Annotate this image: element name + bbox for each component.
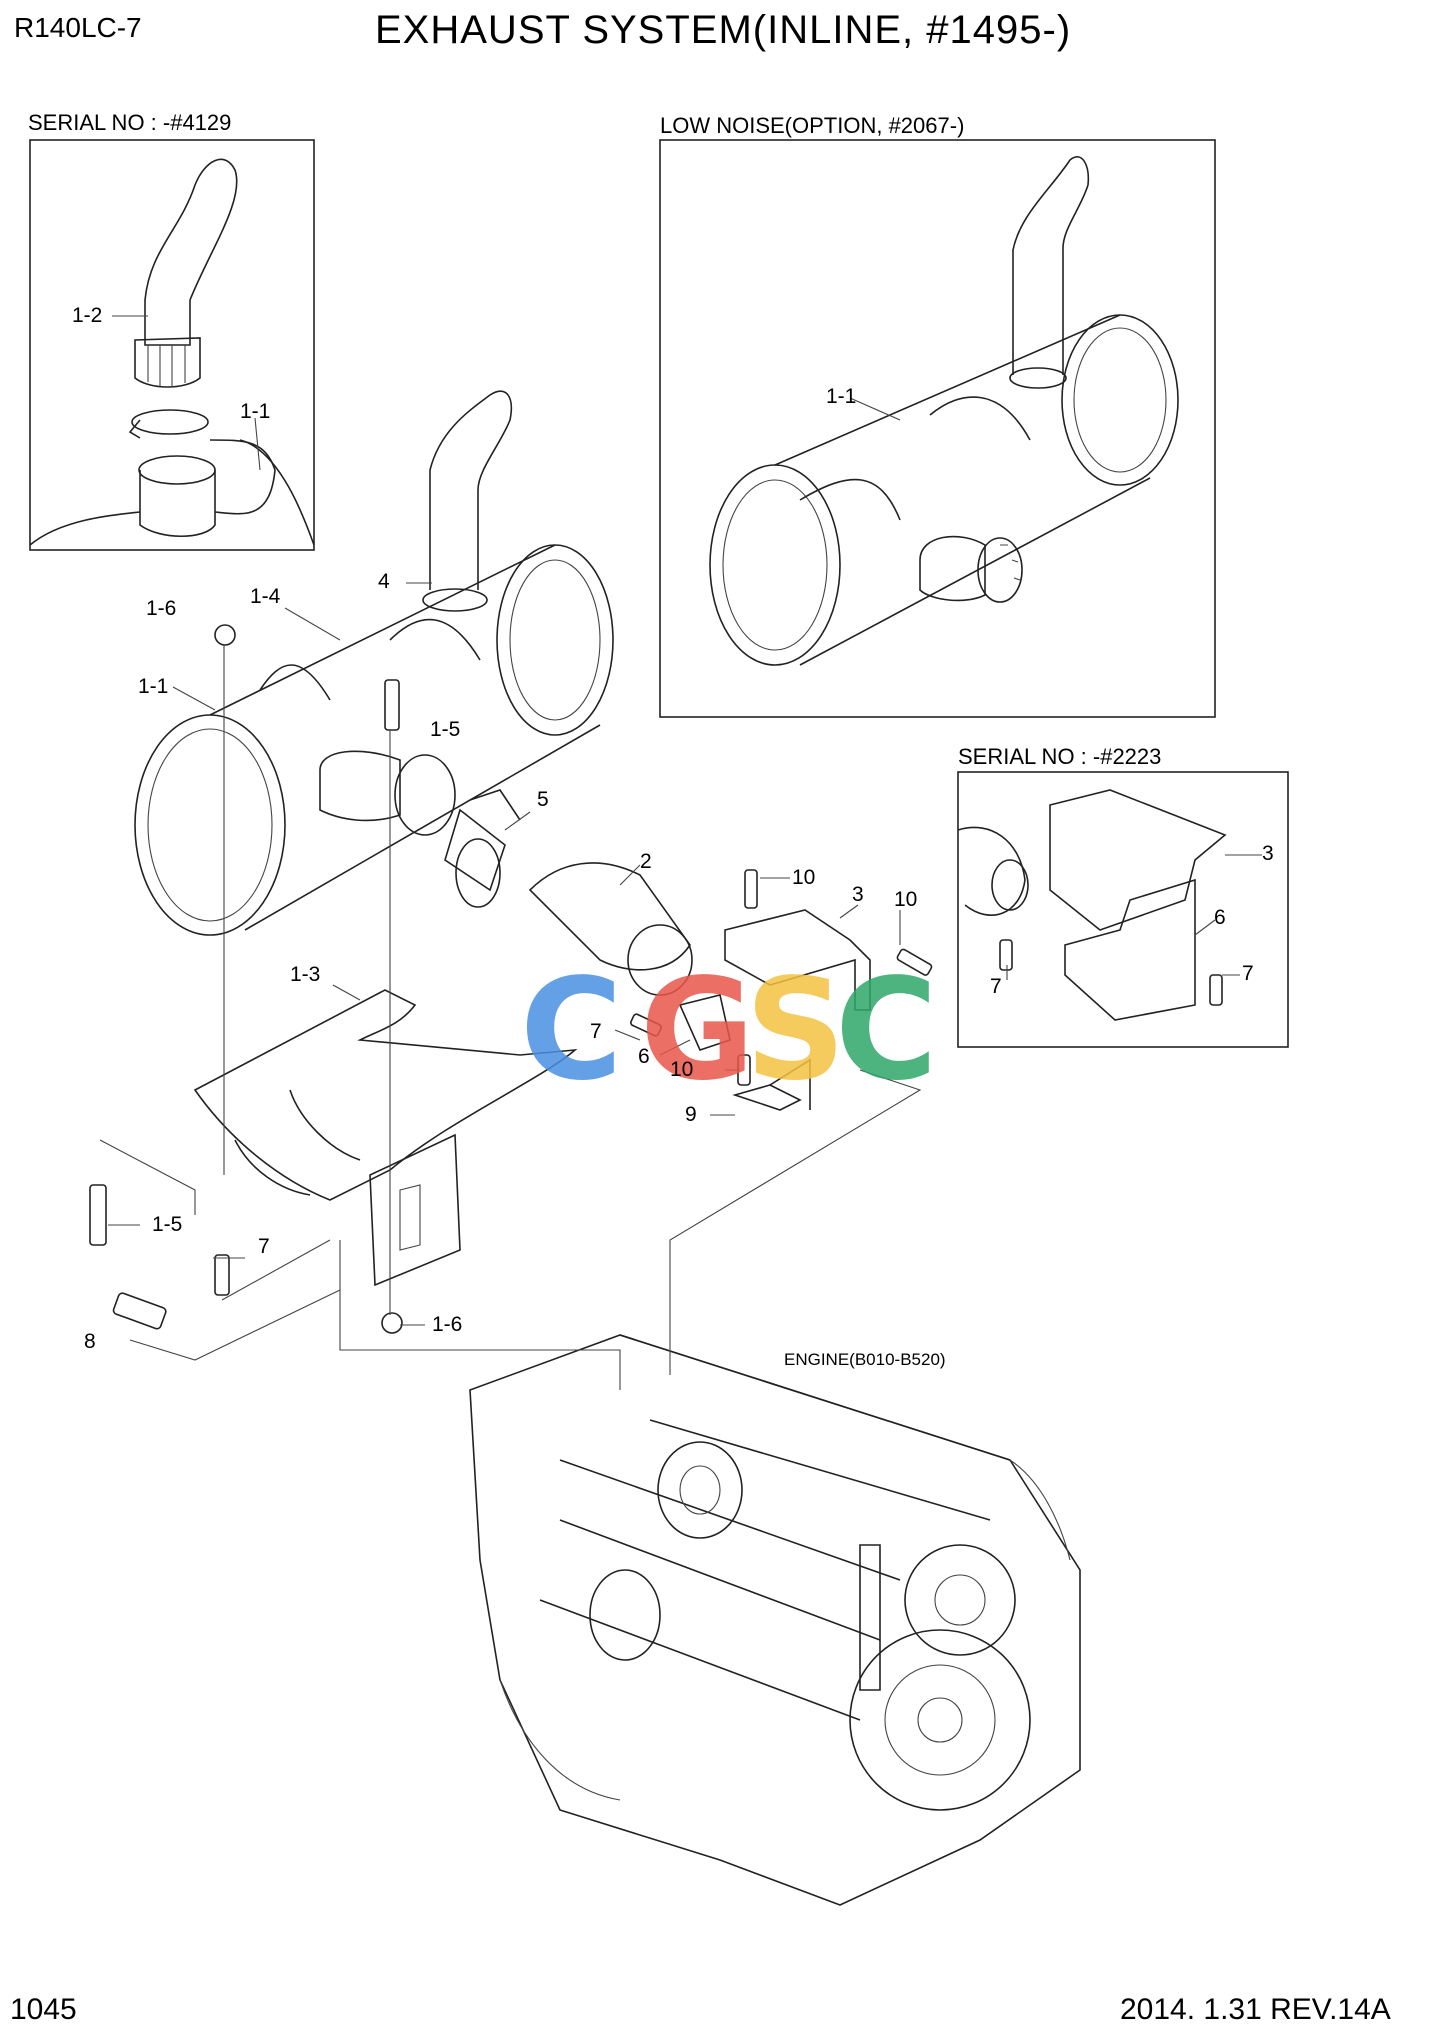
engine-label: ENGINE(B010-B520)	[784, 1350, 946, 1369]
main-muffler	[134, 390, 614, 936]
revision-date: 2014. 1.31 REV.14A	[1120, 1993, 1391, 2026]
page-number: 1045	[10, 1993, 77, 2026]
callout-9: 9	[685, 1103, 697, 1126]
callout-10-right: 10	[894, 888, 918, 911]
pipe-and-clamp	[444, 789, 693, 996]
callout-1-1-low-noise: 1-1	[826, 385, 857, 408]
inset-box-serial-2223	[957, 771, 1289, 1048]
callout-7-center: 7	[590, 1020, 602, 1043]
callout-1-1: 1-1	[138, 675, 169, 698]
watermark-letter-3: S	[745, 949, 846, 1112]
inset-c-parts	[957, 789, 1227, 1021]
model-code: R140LC-7	[14, 12, 142, 43]
callout-8: 8	[84, 1330, 96, 1353]
callout-10-top: 10	[792, 866, 816, 889]
callout-10-lower: 10	[670, 1058, 694, 1081]
callout-1-1-inset: 1-1	[240, 400, 271, 423]
callout-1-6-top: 1-6	[146, 597, 177, 620]
callout-6: 6	[638, 1045, 650, 1068]
callout-7-inset-right: 7	[1242, 962, 1254, 985]
watermark-letter-1: C	[520, 949, 623, 1112]
inset-box-low-noise	[659, 139, 1216, 718]
watermark-letter-4: C	[835, 949, 938, 1112]
engine	[469, 1334, 1081, 1906]
inset-b-muffler	[709, 156, 1179, 666]
callout-4: 4	[378, 570, 390, 593]
callout-1-3: 1-3	[290, 963, 321, 986]
leader-lines	[99, 315, 1262, 1390]
callout-1-5-top: 1-5	[430, 718, 461, 741]
callout-5: 5	[537, 788, 549, 811]
callout-6-inset: 6	[1214, 906, 1226, 929]
callout-1-6-bottom: 1-6	[432, 1313, 463, 1336]
inset-caption-serial-4129: SERIAL NO : -#4129	[28, 110, 232, 135]
heat-shield	[193, 989, 578, 1287]
page-title: EXHAUST SYSTEM(INLINE, #1495-)	[375, 8, 1072, 52]
callout-3: 3	[852, 883, 864, 906]
callout-1-2-inset: 1-2	[72, 304, 103, 327]
inset-a-parts	[29, 158, 315, 546]
inset-box-serial-4129	[29, 139, 315, 551]
inset-caption-low-noise: LOW NOISE(OPTION, #2067-)	[660, 113, 965, 138]
callout-3-inset: 3	[1262, 842, 1274, 865]
callout-1-5-bottom: 1-5	[152, 1213, 183, 1236]
callout-2: 2	[640, 850, 652, 873]
inset-caption-serial-2223: SERIAL NO : -#2223	[958, 744, 1162, 769]
callout-1-4: 1-4	[250, 585, 281, 608]
watermark: C G S C	[520, 949, 938, 1112]
callout-7-left: 7	[258, 1235, 270, 1258]
watermark-letter-2: G	[640, 949, 755, 1112]
callout-7-inset-left: 7	[990, 975, 1002, 998]
brackets	[678, 909, 871, 1111]
